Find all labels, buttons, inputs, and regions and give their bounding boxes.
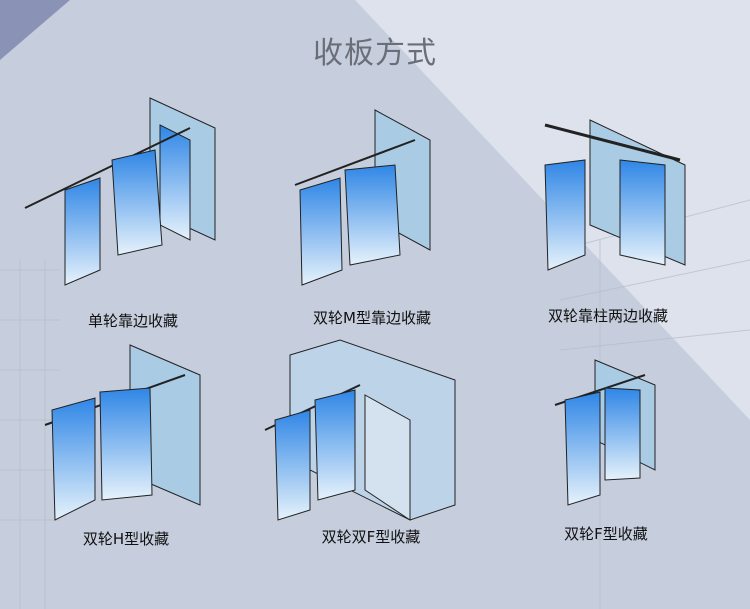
diagram-double-wheel-double-f (264, 339, 456, 521)
diagram-double-wheel-h (44, 344, 201, 521)
diagram-double-wheel-pillar (544, 119, 686, 271)
method-label-double-wheel-h: 双轮H型收藏 (82, 530, 170, 548)
method-label-double-wheel-pillar: 双轮靠柱两边收藏 (547, 307, 669, 325)
method-label-single-wheel-side: 单轮靠边收藏 (87, 312, 179, 330)
diagram-single-wheel-side (24, 97, 216, 286)
method-label-double-wheel-m-side: 双轮M型靠边收藏 (313, 309, 431, 327)
method-label-double-wheel-double-f: 双轮双F型收藏 (321, 528, 421, 546)
diagram-double-wheel-m-side (294, 109, 431, 286)
page-title: 收板方式 (313, 36, 437, 71)
method-label-double-wheel-f: 双轮F型收藏 (564, 525, 648, 543)
diagram-double-wheel-f (554, 359, 656, 506)
